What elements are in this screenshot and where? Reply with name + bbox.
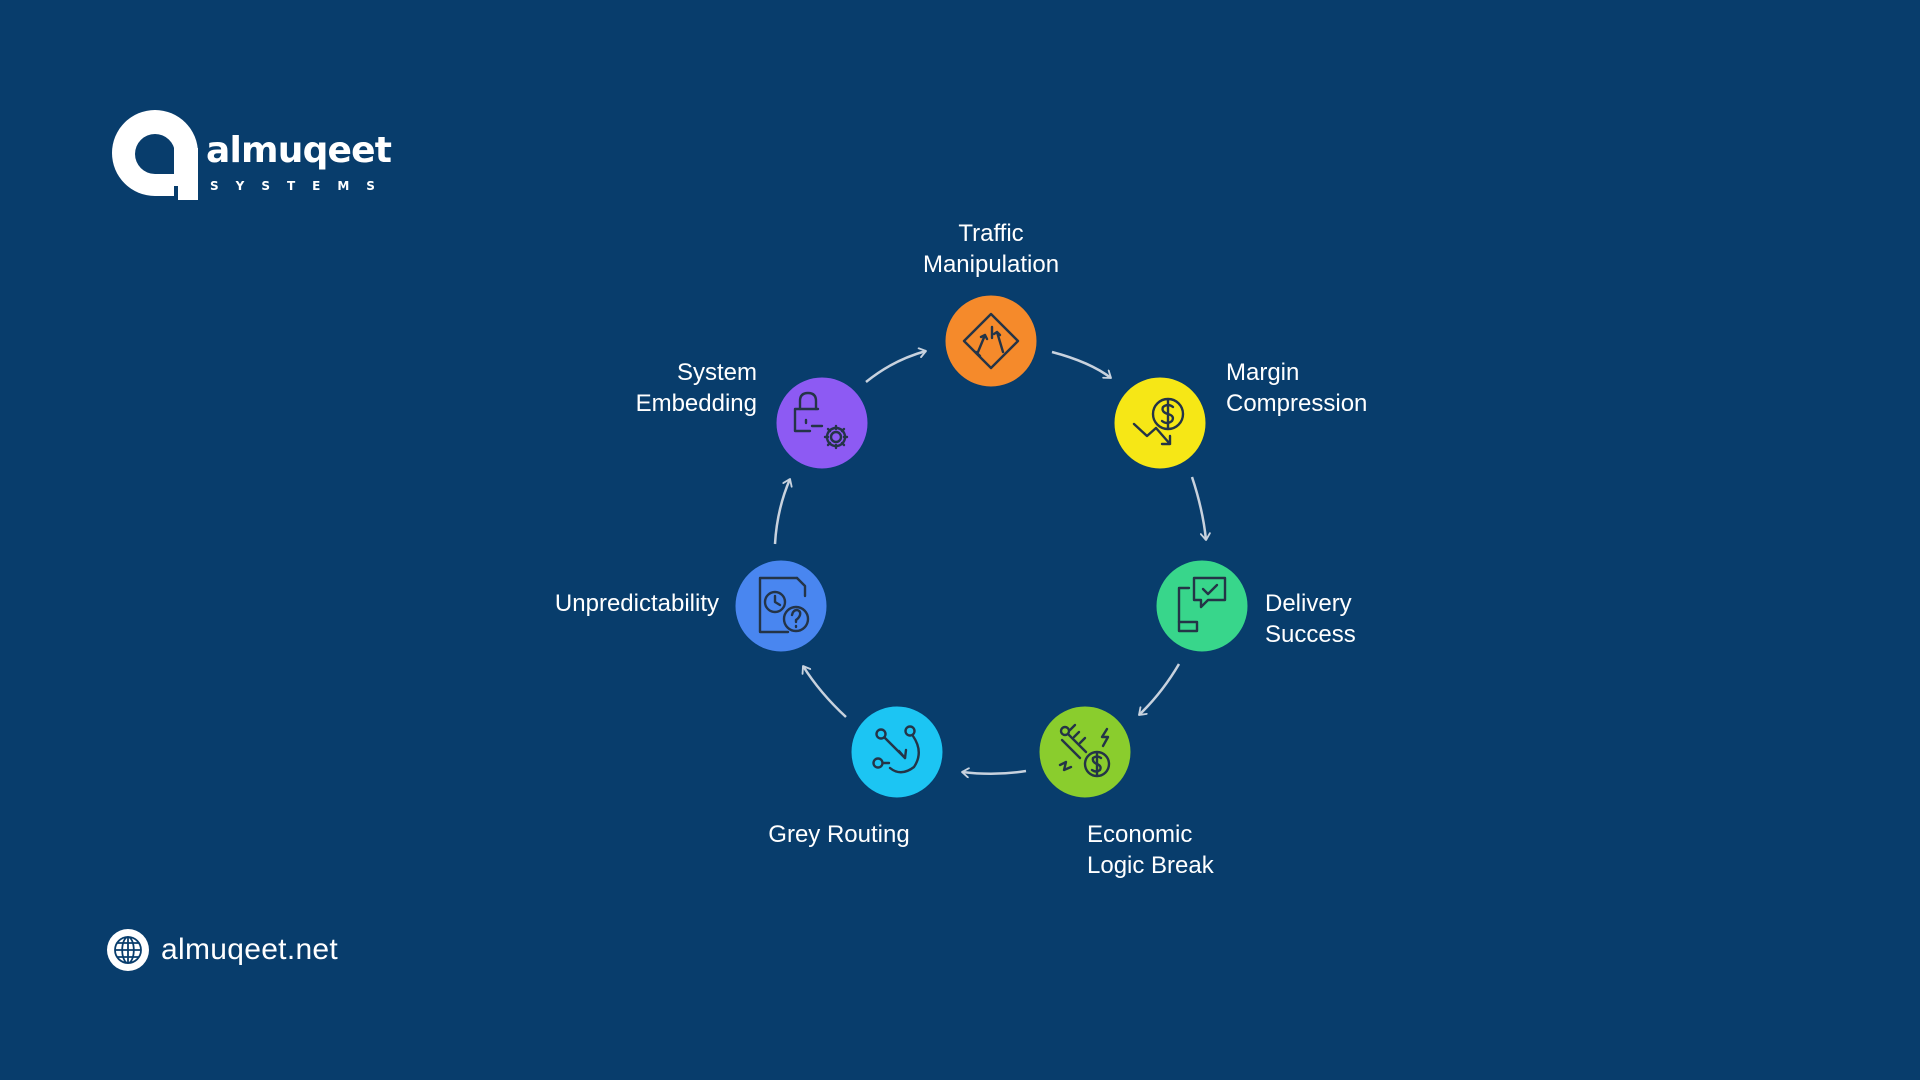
brand-name: almuqeet: [206, 130, 392, 171]
node-delivery-success: [1155, 559, 1249, 653]
arrow-traffic-to-margin: [1051, 350, 1112, 379]
node-economic-logic-break: [1038, 705, 1132, 799]
label-delivery-line1: Delivery: [1265, 590, 1352, 617]
node-traffic-manipulation: [944, 294, 1038, 388]
label-system-line1: System: [676, 359, 757, 386]
label-margin-compression: Margin Compression: [1226, 357, 1367, 419]
label-traffic-line2: Manipulation: [922, 251, 1060, 278]
document-clock-question-icon: [758, 576, 810, 634]
label-unpredictability-line1: Unpredictability: [554, 590, 719, 617]
node-system-embedding: [775, 376, 869, 470]
node-circle-system: [775, 376, 869, 470]
label-margin-line2: Compression: [1226, 390, 1368, 417]
cycle-arrows: [773, 347, 1211, 779]
brand-subtitle: SYSTEMS: [210, 179, 392, 193]
node-circle-traffic: [944, 294, 1038, 388]
website-link[interactable]: almuqeet.net: [107, 929, 338, 971]
label-economic-line1: Economic: [1087, 821, 1193, 848]
label-economic-logic-break: Economic Logic Break: [1087, 819, 1214, 881]
label-margin-line1: Margin: [1226, 359, 1300, 386]
label-traffic-manipulation: Traffic Manipulation: [923, 218, 1059, 280]
node-circle-grey: [850, 705, 944, 799]
arrow-system-to-traffic: [865, 347, 927, 383]
globe-icon-graphic: [114, 936, 142, 964]
website-url[interactable]: almuqeet.net: [161, 933, 339, 966]
routing-path-icon: [872, 725, 920, 774]
broken-economy-icon: [1058, 723, 1111, 778]
dollar-decline-icon: [1132, 397, 1185, 446]
lock-gear-icon: [793, 391, 849, 450]
arrow-delivery-to-economic: [1138, 663, 1181, 716]
arrow-margin-to-delivery: [1190, 476, 1211, 541]
label-unpredictability: Unpredictability: [555, 588, 719, 619]
arrow-unpredictability-to-system: [773, 478, 793, 545]
label-system-embedding: System Embedding: [636, 357, 757, 419]
node-margin-compression: [1113, 376, 1207, 470]
label-economic-line2: Logic Break: [1087, 852, 1214, 879]
node-grey-routing: [850, 705, 944, 799]
label-grey-line1: Grey Routing: [768, 821, 910, 848]
label-delivery-line2: Success: [1265, 621, 1356, 648]
globe-icon: [107, 929, 149, 971]
device-message-check-icon: [1177, 576, 1227, 633]
label-system-line2: Embedding: [635, 390, 757, 417]
label-grey-routing: Grey Routing: [768, 819, 909, 850]
almuqeet-logo-mark: [112, 110, 198, 200]
label-delivery-success: Delivery Success: [1265, 588, 1356, 650]
arrow-economic-to-grey: [961, 767, 1027, 779]
node-circle-unpredictability: [734, 559, 828, 653]
road-sign-icon: [962, 312, 1020, 370]
label-traffic-line1: Traffic: [958, 220, 1024, 247]
node-unpredictability: [734, 559, 828, 653]
node-circle-margin: [1113, 376, 1207, 470]
arrow-grey-to-unpredictability: [801, 665, 847, 718]
brand-logo: almuqeet SYSTEMS: [108, 106, 408, 206]
